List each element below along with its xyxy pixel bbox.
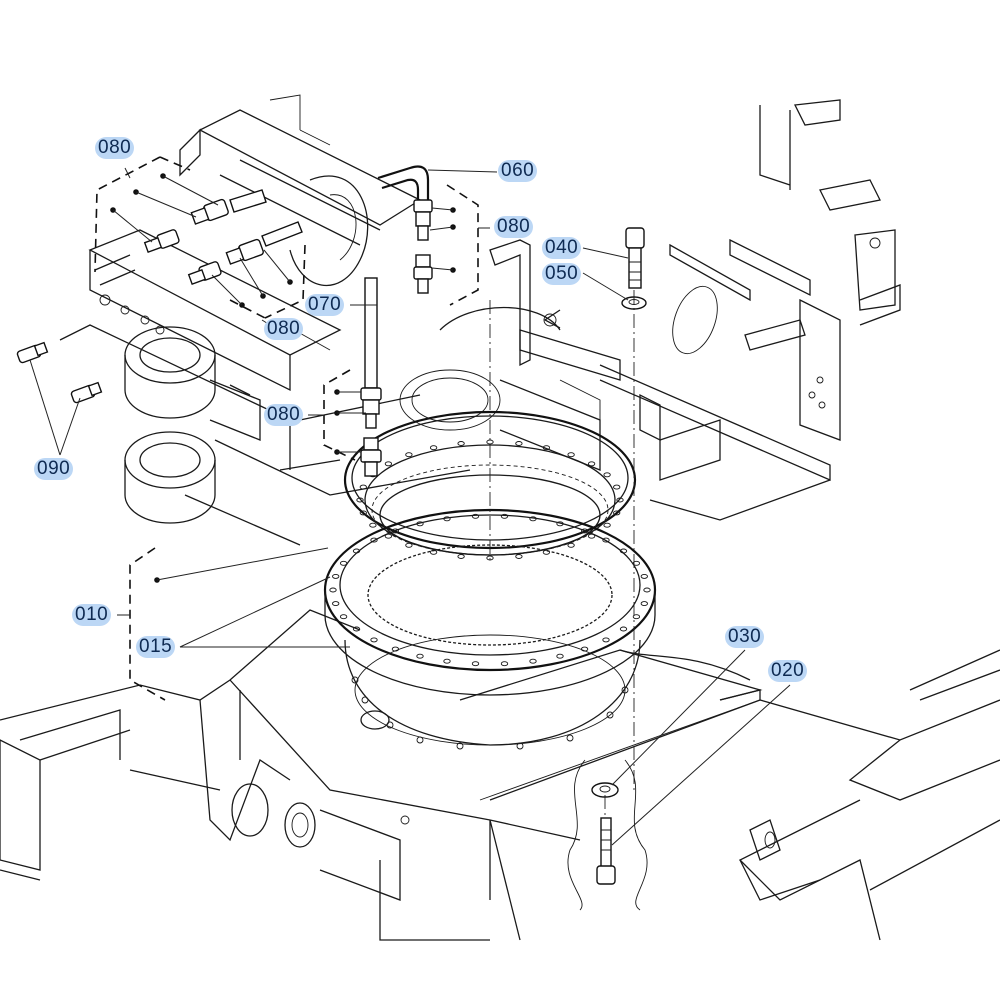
swivel-bearing [323, 300, 657, 750]
callout-070[interactable]: 070 [305, 294, 345, 316]
bolt-hole [443, 658, 451, 664]
bolt-hole [632, 560, 641, 566]
fittings-080-left [143, 189, 303, 285]
bolt-hole [567, 542, 575, 548]
bolt-hole [643, 587, 651, 593]
bolt-hole [500, 513, 509, 519]
bolt-hole [405, 452, 413, 458]
bolt-hole [587, 461, 596, 467]
bolt-hole [329, 587, 337, 593]
bolt-hole [603, 472, 611, 478]
callout-080-right[interactable]: 080 [494, 216, 534, 238]
bolt-hole [580, 528, 589, 534]
bolt-hole [613, 510, 621, 516]
upper-frame [59, 94, 901, 546]
bolt-hole [429, 445, 438, 451]
callout-080-upper-left[interactable]: 080 [95, 137, 135, 159]
bolt-hole [529, 658, 537, 664]
callout-040[interactable]: 040 [542, 237, 582, 259]
bolt-hole [443, 516, 451, 522]
bolt-hole [370, 637, 378, 643]
bolt-hole [457, 441, 465, 446]
bolt-hole [556, 653, 564, 659]
callout-030[interactable]: 030 [725, 626, 765, 648]
bolt-hole [515, 441, 523, 446]
bolt-hole [359, 510, 367, 516]
bolt-hole [587, 533, 596, 539]
bolt-hole [471, 661, 480, 667]
bolt-hole [332, 573, 340, 579]
bolt-hole [542, 549, 551, 555]
callout-015[interactable]: 015 [136, 636, 176, 658]
bolt-hole [384, 461, 393, 467]
bolt-hole [500, 661, 509, 667]
bolt-hole [332, 601, 340, 607]
bolt-hole [339, 614, 348, 620]
bolt-hole [405, 542, 413, 548]
callout-080-middle[interactable]: 080 [264, 318, 304, 340]
bolt-020 [596, 817, 616, 885]
pipe-060 [377, 165, 433, 294]
bolt-hole [542, 445, 551, 451]
bolt-040 [625, 227, 645, 289]
bolt-hole [416, 521, 424, 527]
bolt-hole [529, 516, 537, 522]
bolt-hole [640, 601, 648, 607]
bolt-hole [416, 653, 424, 659]
bolt-hole [369, 522, 377, 528]
bolt-hole [339, 560, 348, 566]
bolt-hole [391, 528, 400, 534]
bolt-hole [556, 521, 564, 527]
bolt-hole [632, 614, 641, 620]
bolt-hole [359, 484, 367, 490]
bolt-hole [457, 554, 465, 559]
callout-090[interactable]: 090 [34, 458, 74, 480]
washer-030 [591, 782, 619, 798]
bolt-hole [471, 513, 480, 519]
leaders [29, 167, 791, 846]
bolt-hole [384, 533, 393, 539]
callout-060[interactable]: 060 [498, 160, 538, 182]
bolt-hole [619, 626, 628, 632]
bolt-hole [602, 637, 610, 643]
bolt-hole [640, 573, 648, 579]
bolt-hole [515, 554, 523, 559]
lower-frame [0, 609, 1000, 941]
callout-080-lower[interactable]: 080 [264, 404, 304, 426]
callout-010[interactable]: 010 [72, 604, 112, 626]
bolt-hole [603, 522, 611, 528]
bolt-hole [616, 497, 624, 503]
grease-nipples-090 [16, 341, 103, 404]
bearing-bolt-holes [329, 439, 651, 667]
bolt-hole [613, 484, 621, 490]
bolt-hole [602, 537, 610, 543]
bolt-hole [356, 497, 364, 503]
bolt-hole [370, 537, 378, 543]
bolt-hole [429, 549, 438, 555]
bolt-hole [352, 626, 361, 632]
bolt-hole [567, 452, 575, 458]
bolt-hole [352, 548, 361, 554]
callout-020[interactable]: 020 [768, 660, 808, 682]
pipe-070 [360, 277, 382, 477]
bolt-hole [619, 548, 628, 554]
bolt-hole [486, 439, 494, 445]
callout-050[interactable]: 050 [542, 263, 582, 285]
